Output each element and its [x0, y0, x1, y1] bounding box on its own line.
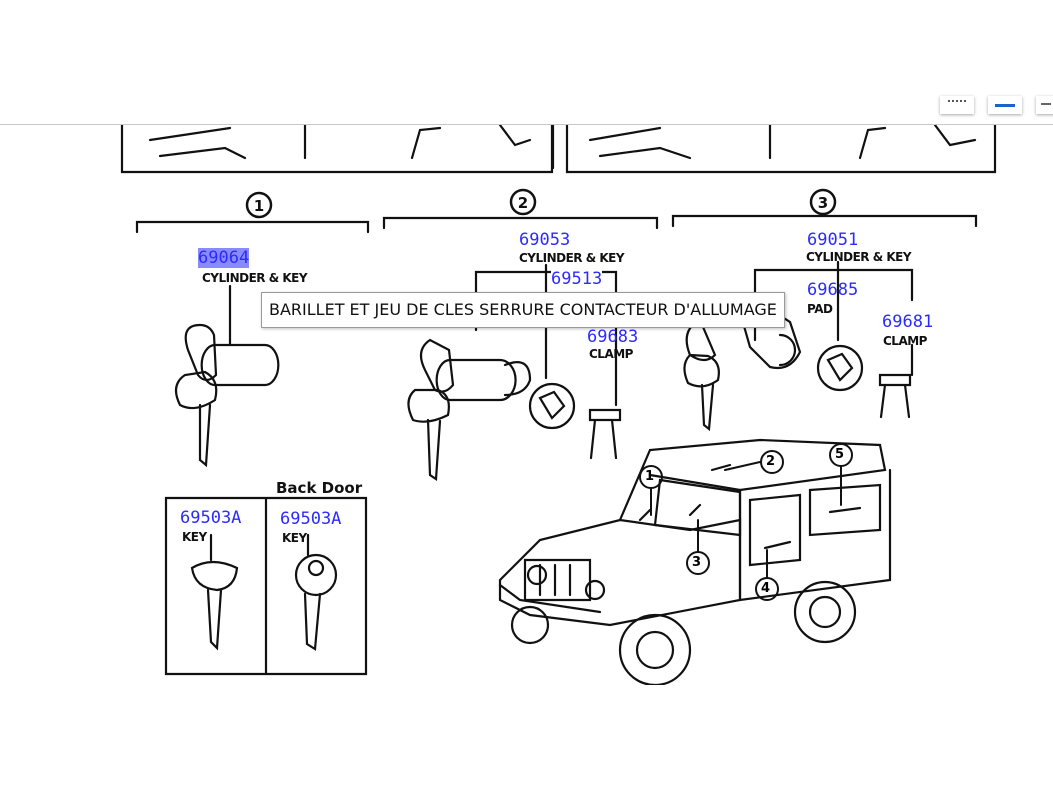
vehicle-callouts	[639, 443, 853, 601]
menu-icon	[1041, 103, 1051, 105]
vehicle-drawing	[498, 438, 892, 685]
part-label: CYLINDER & KEY	[519, 251, 625, 265]
part-link-69513[interactable]: 69513	[551, 269, 603, 289]
part-label: CLAMP	[589, 347, 633, 361]
part-link-69053[interactable]: 69053	[519, 230, 571, 250]
vehicle-callout-1: 1	[645, 469, 655, 484]
part-link-69051[interactable]: 69051	[807, 230, 859, 250]
vehicle-callout-4: 4	[761, 581, 771, 596]
back-door-label: Back Door	[276, 479, 363, 497]
vehicle-callout-5: 5	[835, 447, 845, 462]
highlight-icon	[995, 104, 1015, 107]
part-link-69064[interactable]: 69064	[198, 248, 250, 268]
svg-text:1: 1	[254, 197, 264, 215]
part-link-69681[interactable]: 69681	[882, 312, 934, 332]
part-label: CYLINDER & KEY	[202, 271, 308, 285]
translate-button[interactable]	[940, 96, 974, 114]
parts-diagram: 1 2 3 1 2 3 4 5	[0, 125, 1053, 685]
part-label: PAD	[807, 302, 833, 316]
part-link-69685[interactable]: 69685	[807, 280, 859, 300]
part-label: CYLINDER & KEY	[806, 250, 912, 264]
svg-text:3: 3	[818, 194, 828, 212]
toolbar-divider	[0, 124, 1053, 125]
part-link-69683[interactable]: 69683	[587, 327, 639, 347]
highlight-button[interactable]	[988, 96, 1022, 114]
part-link-69503A[interactable]: 69503A	[180, 508, 242, 528]
part-tooltip: BARILLET ET JEU DE CLES SERRURE CONTACTE…	[261, 292, 785, 328]
vehicle-callout-3: 3	[692, 555, 702, 570]
part-label: CLAMP	[883, 334, 927, 348]
section-number-circles	[245, 188, 837, 219]
diagram-drawing: 1 2 3	[120, 125, 997, 685]
part-label: KEY	[282, 531, 307, 545]
part-link-69503A-back-door[interactable]: 69503A	[280, 509, 342, 529]
vehicle-callout-2: 2	[766, 454, 776, 469]
translate-icon	[948, 100, 966, 104]
menu-button[interactable]	[1036, 96, 1053, 114]
part-label: KEY	[182, 530, 207, 544]
svg-text:2: 2	[518, 194, 528, 212]
